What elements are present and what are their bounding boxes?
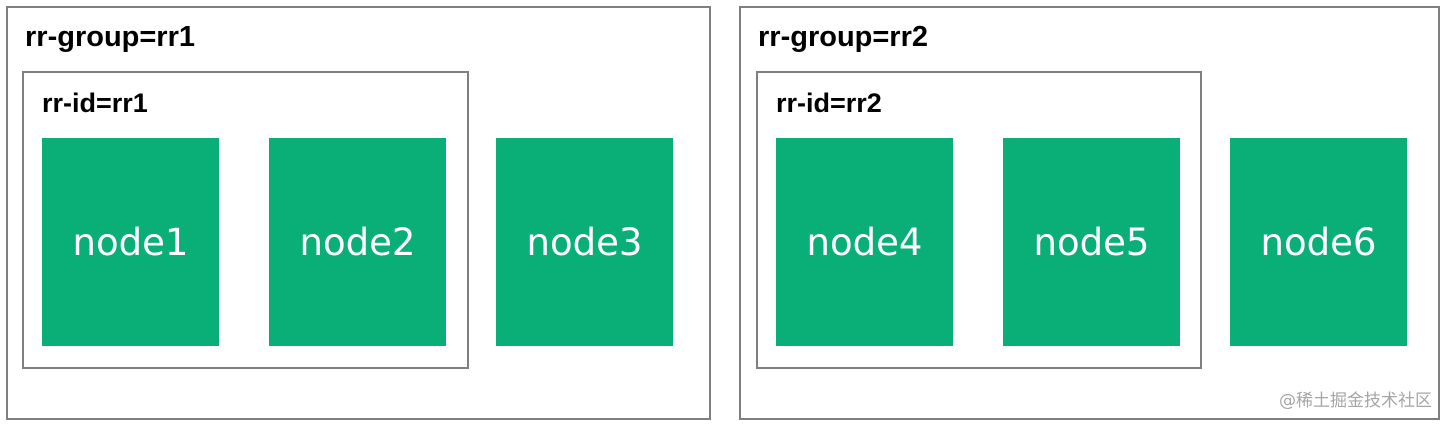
node-label-6: node6 (1260, 220, 1377, 264)
rr-group-label-2: rr-group=rr2 (758, 21, 929, 53)
rr-id-box-2 (756, 71, 1202, 369)
node-label-1: node1 (72, 220, 189, 264)
node-box-6: node6 (1230, 138, 1407, 346)
watermark-text: @稀土掘金技术社区 (1279, 391, 1432, 411)
node-box-1: node1 (42, 138, 219, 346)
rr-id-label-2: rr-id=rr2 (776, 88, 882, 118)
rr-group-label-1: rr-group=rr1 (25, 21, 196, 53)
rr-id-label-1: rr-id=rr1 (42, 88, 148, 118)
node-box-2: node2 (269, 138, 446, 346)
rr-id-box-1 (22, 71, 469, 369)
node-box-5: node5 (1003, 138, 1180, 346)
node-label-3: node3 (526, 220, 643, 264)
node-label-5: node5 (1033, 220, 1150, 264)
node-label-2: node2 (299, 220, 416, 264)
node-box-3: node3 (496, 138, 673, 346)
node-label-4: node4 (806, 220, 923, 264)
node-box-4: node4 (776, 138, 953, 346)
